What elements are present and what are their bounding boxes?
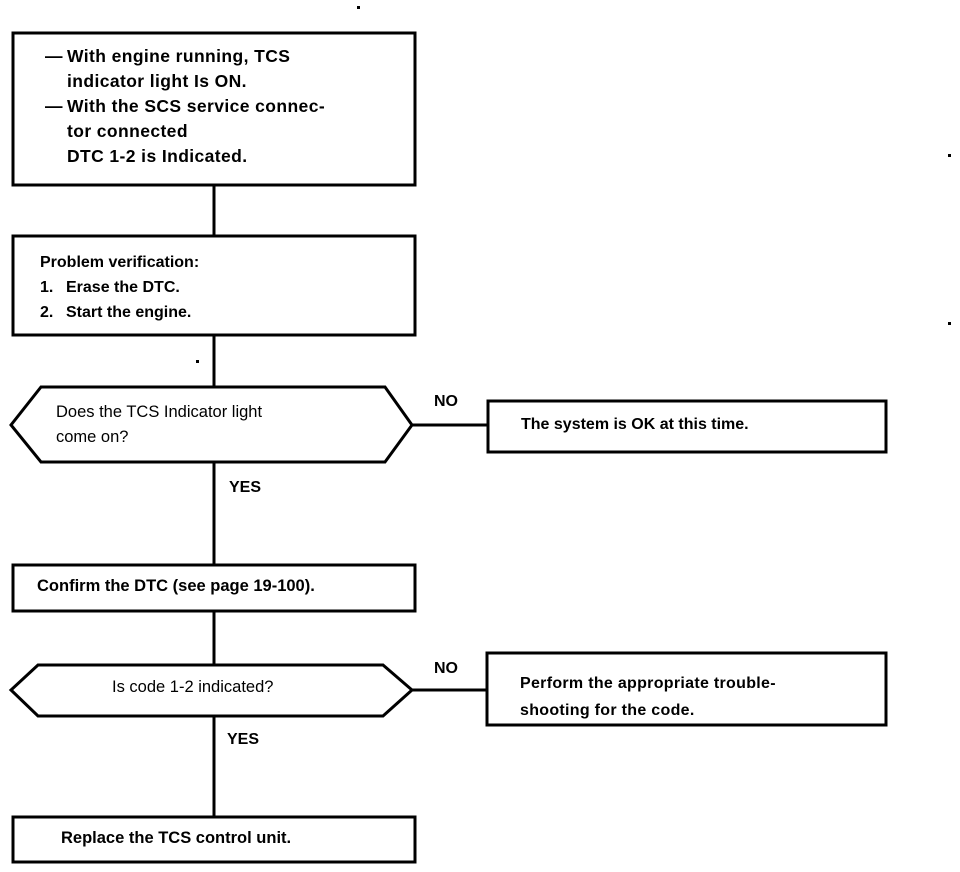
decision1-hexagon-outline — [9, 385, 414, 464]
confirm-dtc-box-text: Confirm the DTC (see page 19-100). — [37, 577, 315, 595]
decision2-hexagon-outline — [8, 663, 415, 718]
symptom-bullet-2-line-3: DTC 1-2 is Indicated. — [67, 146, 248, 166]
perform-line-2: shooting for the code. — [520, 702, 695, 719]
perform-line-1: Perform the appropriate trouble- — [520, 675, 776, 692]
symptom-box-text: — With engine running, TCS indicator lig… — [45, 44, 405, 169]
verification-step-2: 2. Start the engine. — [40, 300, 400, 325]
decision1-line-1: Does the TCS Indicator light — [56, 403, 263, 421]
symptom-bullet-1: — With engine running, TCS — [45, 44, 405, 69]
scan-speck — [196, 360, 199, 363]
symptom-bullet-2-line-1: With the SCS service connec- — [67, 96, 326, 116]
system-ok-box-text: The system is OK at this time. — [521, 416, 749, 433]
verification-step-2-number: 2. — [40, 304, 54, 321]
em-dash-icon: — — [45, 96, 63, 116]
perform-troubleshooting-box-outline — [485, 651, 888, 727]
system-ok-box-outline — [486, 399, 888, 454]
symptom-bullet-2-line-2: tor connected — [67, 121, 188, 141]
verification-step-1-text: Erase the DTC. — [66, 279, 180, 296]
verification-heading: Problem verification: — [40, 254, 200, 271]
scan-speck — [357, 6, 360, 9]
edge-label-decision2-no: NO — [434, 660, 458, 677]
decision1-text: Does the TCS Indicator light come on? — [56, 400, 376, 450]
perform-troubleshooting-box-text: Perform the appropriate trouble- shootin… — [520, 670, 872, 724]
verification-step-2-text: Start the engine. — [66, 304, 192, 321]
symptom-bullet-2: — With the SCS service connec- — [45, 94, 405, 119]
verification-step-1: 1. Erase the DTC. — [40, 275, 400, 300]
decision2-text: Is code 1-2 indicated? — [112, 678, 274, 696]
replace-unit-box-text: Replace the TCS control unit. — [61, 829, 292, 847]
symptom-bullet-1-line-2: indicator light Is ON. — [67, 71, 247, 91]
em-dash-icon: — — [45, 46, 63, 66]
edge-label-decision1-yes: YES — [229, 479, 262, 496]
scan-speck — [948, 322, 951, 325]
verification-box-text: Problem verification: 1. Erase the DTC. … — [40, 250, 400, 325]
symptom-bullet-1-line-1: With engine running, TCS — [67, 46, 291, 66]
edge-label-decision2-yes: YES — [227, 731, 260, 748]
decision1-line-2: come on? — [56, 428, 129, 446]
replace-unit-box-outline — [11, 815, 417, 864]
verification-step-1-number: 1. — [40, 279, 54, 296]
edge-label-decision1-no: NO — [434, 393, 458, 410]
scan-speck — [948, 154, 951, 157]
